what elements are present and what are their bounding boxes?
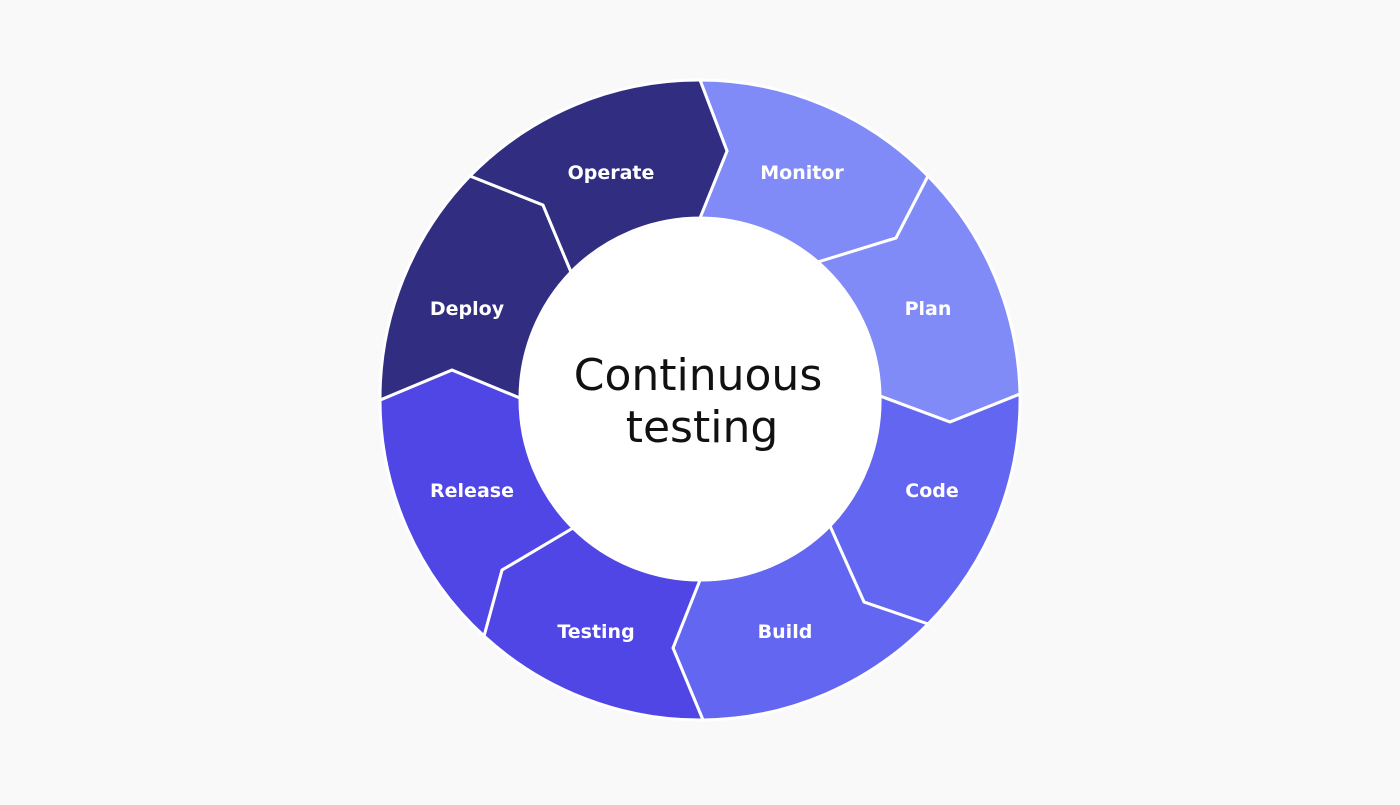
center-title-line2: testing (626, 402, 779, 453)
segment-operate: Operate (467, 78, 729, 275)
segment-build-label: Build (758, 621, 813, 643)
segment-deploy-label: Deploy (430, 298, 505, 320)
segment-release-label: Release (430, 480, 514, 502)
segment-testing-label: Testing (557, 621, 634, 643)
segment-operate-label: Operate (568, 162, 655, 184)
segment-operate-shape (467, 78, 729, 275)
segment-code-label: Code (905, 480, 958, 502)
segment-monitor-label: Monitor (760, 162, 844, 184)
segment-deploy: Deploy (378, 174, 573, 403)
center-circle (520, 220, 880, 580)
segment-plan-label: Plan (905, 298, 952, 320)
center-title-line1: Continuous (574, 350, 823, 401)
